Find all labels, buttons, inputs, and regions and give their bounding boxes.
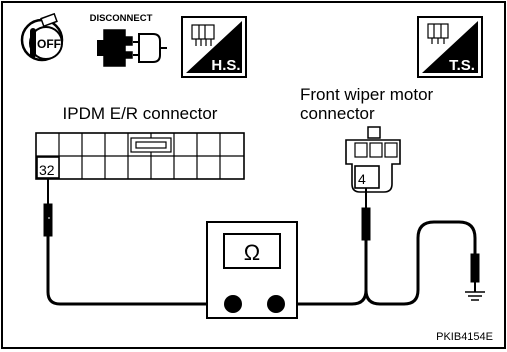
wiper-connector: 4 bbox=[345, 126, 401, 193]
meter-terminal-left bbox=[224, 295, 242, 313]
meter-terminal-right bbox=[267, 295, 285, 313]
ohm-symbol: Ω bbox=[244, 240, 260, 265]
harness-side-text: H.S. bbox=[211, 57, 240, 74]
disconnect-text: DISCONNECT bbox=[90, 13, 153, 24]
ignition-off-text: OFF bbox=[37, 37, 61, 51]
ipdm-connector-label: IPDM E/R connector bbox=[63, 104, 218, 123]
test-leads bbox=[46, 220, 477, 306]
disconnect-icon: DISCONNECT bbox=[90, 13, 167, 67]
ipdm-terminal-label: 32 bbox=[39, 162, 55, 178]
ground-symbol-icon bbox=[465, 291, 485, 301]
wiper-terminal-label: 4 bbox=[358, 171, 366, 187]
ohmmeter: Ω bbox=[206, 221, 298, 319]
wiper-connector-label-line1: Front wiper motor bbox=[300, 85, 434, 104]
terminal-side-text: T.S. bbox=[449, 57, 475, 74]
harness-side-icon: H.S. bbox=[181, 16, 247, 78]
wiper-connector-label-line2: connector bbox=[300, 104, 375, 123]
ignition-off-icon: OFF bbox=[20, 12, 64, 62]
figure-id: PKIB4154E bbox=[436, 331, 493, 343]
ipdm-connector: 32 bbox=[35, 132, 245, 180]
terminal-side-icon: T.S. bbox=[417, 16, 483, 78]
